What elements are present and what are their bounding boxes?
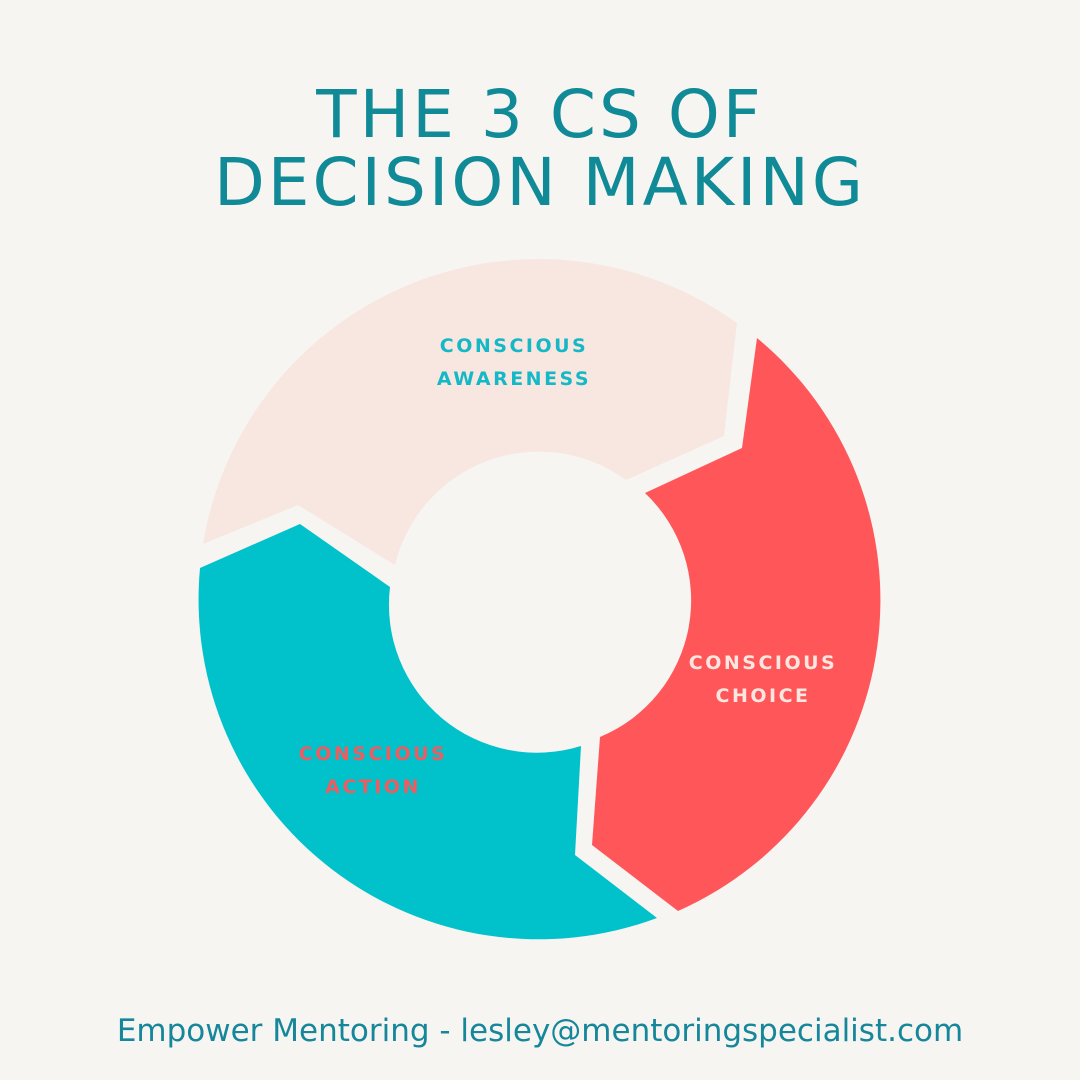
segment-choice xyxy=(592,338,881,911)
footer-contact: Empower Mentoring - lesley@mentoringspec… xyxy=(116,1013,964,1049)
title-line-1: THE 3 CS OF xyxy=(316,76,764,153)
label-choice-line1: CONSCIOUS xyxy=(689,652,837,674)
label-action-line1: CONSCIOUS xyxy=(299,743,447,765)
label-action-line2: ACTION xyxy=(325,776,421,798)
label-awareness-line2: AWARENESS xyxy=(437,368,591,390)
segment-action xyxy=(198,524,657,940)
label-awareness-line1: CONSCIOUS xyxy=(440,335,588,357)
title-line-2: DECISION MAKING xyxy=(213,144,867,221)
segment-awareness xyxy=(203,259,737,565)
label-choice-line2: CHOICE xyxy=(716,685,811,707)
